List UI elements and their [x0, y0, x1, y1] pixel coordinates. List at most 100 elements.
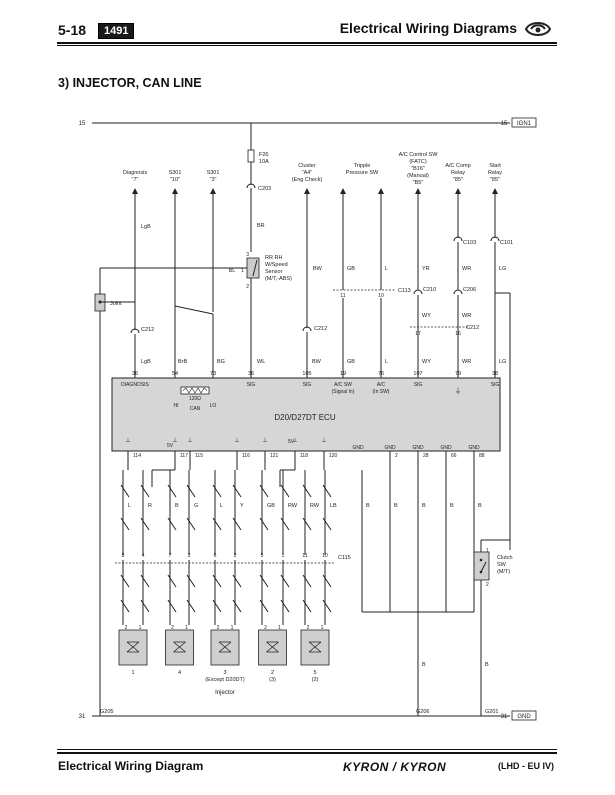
injector-slant	[140, 517, 150, 531]
ground-wire-color: B	[450, 503, 454, 509]
ecu-5v-2: 5V	[288, 439, 295, 445]
injector-pin: 1	[231, 625, 234, 631]
wire-lgb-lower: LgB	[141, 359, 151, 365]
rail-right-label: 15	[501, 121, 508, 127]
c113-label: C113	[398, 288, 411, 294]
ecu-bottom-pin: 115	[195, 453, 203, 459]
clutch-blade	[480, 561, 487, 573]
c103-connector-icon	[453, 236, 463, 242]
c115-label: C115	[338, 555, 351, 561]
gnd-rail-left-label: 31	[79, 714, 86, 720]
arrow-up-icon	[172, 188, 178, 194]
injector-pin: 2	[171, 625, 174, 631]
wire-br: BR	[257, 223, 265, 229]
c212-connector-icon	[130, 328, 140, 334]
injector-wire-color: L	[128, 503, 131, 509]
c113-pin-11: 11	[340, 293, 345, 299]
wire-lg: LG	[499, 359, 506, 365]
c103-label: C103	[463, 240, 476, 246]
injector-wire-color: L	[220, 503, 223, 509]
injector-slant	[280, 484, 290, 498]
fuse-icon	[247, 149, 255, 163]
tripple-label: Tripple	[354, 163, 371, 169]
ecu-top-pin: 105	[302, 371, 311, 377]
injector-number: 5	[313, 670, 316, 676]
ecu-pin-ground-symbol: ⊥	[321, 437, 326, 444]
cluster-sub2: (Eng Check)	[292, 177, 323, 183]
footer-rule-thin	[57, 749, 557, 750]
header-rule-thin	[57, 45, 557, 46]
injector-slant	[186, 484, 196, 498]
c115-pin: 11	[302, 553, 307, 559]
clutch-label-1: Clutch	[497, 555, 513, 561]
ecu-gnd-label: GND	[412, 445, 424, 451]
arrow-up-icon	[378, 188, 384, 194]
c212-label: C212	[141, 327, 154, 333]
injector-slant	[322, 599, 332, 613]
c212b-connector-icon	[302, 326, 312, 332]
ac-control-sub4: "B5"	[413, 180, 424, 186]
injector-slant	[140, 599, 150, 613]
injector-pin: 1	[185, 625, 188, 631]
ground-wire-color: B	[478, 503, 482, 509]
injector-slant	[120, 484, 130, 498]
injector-number: 4	[178, 670, 181, 676]
wire-bl: BL	[229, 268, 236, 274]
injector-number: 2	[271, 670, 274, 676]
diagnosis-sub: "7"	[132, 177, 139, 183]
injector-pin: 2	[125, 625, 128, 631]
ecu-sig-2: SIG	[303, 382, 312, 388]
injector-slant	[322, 484, 332, 498]
injector-slant	[259, 517, 269, 531]
s301-a-label: S301	[169, 170, 182, 176]
ac-control-sub: (FATC)	[409, 159, 426, 165]
injector-slant	[186, 517, 196, 531]
injector-pin: 1	[139, 625, 142, 631]
ecu-bottom-pin: 116	[242, 453, 250, 459]
c101-label: C101	[500, 240, 513, 246]
injector-slant	[212, 599, 222, 613]
injector-slant	[302, 574, 312, 588]
arrow-up-icon	[455, 188, 461, 194]
g206-label: G206	[416, 709, 429, 715]
ac-comp-sub2: "85"	[453, 177, 463, 183]
s301-b-label: S301	[207, 170, 220, 176]
cluster-sub: "A4"	[302, 170, 313, 176]
ecu-top-pin: 36	[248, 371, 254, 377]
ecu-pin-ground-symbol: ⊥	[262, 437, 267, 444]
footer-model: KYRON / KYRON	[343, 760, 447, 774]
injector-label: Injector	[215, 690, 235, 696]
sensor-label-3: Sensor	[265, 269, 283, 275]
sensor-label-2: W/Speed	[265, 262, 288, 268]
wire-gb-upper: GB	[347, 266, 355, 272]
injector-slant	[232, 484, 242, 498]
clutch-label-2: SW	[497, 562, 507, 568]
sensor-pin-top: 3	[246, 252, 249, 258]
arrow-up-icon	[340, 188, 346, 194]
joint-label: Joint	[110, 301, 122, 307]
wire-brb: BrB	[178, 359, 188, 365]
injector-slant	[232, 574, 242, 588]
injector-wire-color: GB	[267, 503, 275, 509]
ecu-pin-ground-symbol: ⊥	[234, 437, 239, 444]
injector-slant	[167, 517, 177, 531]
ecu-box	[111, 377, 501, 452]
wire-wr: WR	[462, 359, 471, 365]
injector-slant	[212, 517, 222, 531]
injector-icon	[173, 641, 186, 653]
ac-control-sub2: "B16"	[411, 166, 425, 172]
section-title: 3) INJECTOR, CAN LINE	[58, 76, 202, 90]
injector-slant	[120, 517, 130, 531]
ecu-pin-ground-symbol: ⊥	[172, 437, 177, 444]
diagnosis-label: Diagnosis	[123, 170, 147, 176]
injector-slant	[167, 484, 177, 498]
c212c-label: C212	[466, 325, 479, 331]
wire-gb: GB	[347, 359, 355, 365]
can-name: CAN	[190, 406, 201, 412]
can-resistor-value: 120Ω	[189, 396, 201, 402]
injector-slant	[140, 484, 150, 498]
ecu-top-pin: 19	[340, 371, 346, 377]
injector-note: (Except D20DT)	[205, 677, 245, 683]
c115-pin: 3	[188, 553, 191, 559]
ecu-ac-in: A/C	[377, 382, 386, 388]
